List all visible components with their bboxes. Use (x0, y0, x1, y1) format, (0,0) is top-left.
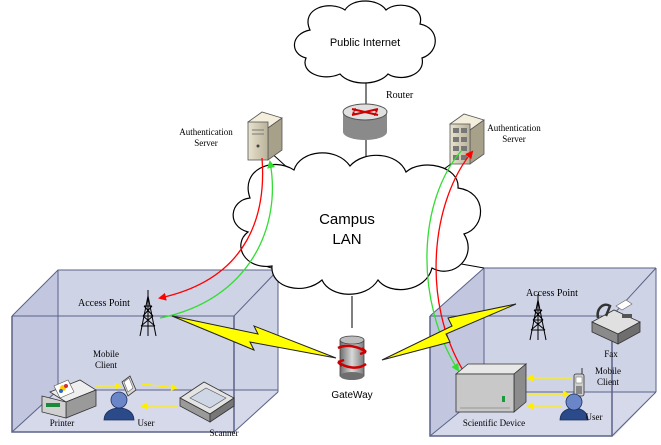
access-point-right-label: Access Point (526, 288, 578, 299)
user-left-label: User (138, 418, 155, 428)
user-right-label: User (586, 412, 603, 422)
mobile-client-right-label-line2: Client (597, 377, 619, 387)
campus-lan-label-line2: LAN (332, 231, 361, 248)
local-flow-arrows-right (526, 374, 572, 410)
mobile-client-right-label-line1: Mobile (595, 366, 621, 376)
data-flow-arrow (141, 383, 178, 391)
user-icon (103, 391, 135, 421)
user-icon (559, 393, 589, 421)
public-internet-cloud (293, 0, 436, 84)
cloud-icon (293, 0, 436, 84)
local-flow-arrows-left (96, 382, 178, 410)
scanner-label: Scanner (210, 428, 239, 438)
fax-icon (591, 299, 641, 345)
auth-flow-arrows-left (158, 157, 276, 319)
cloud-icon (232, 152, 482, 295)
wireless-link-icon (381, 303, 517, 361)
mobile-phone-icon (573, 368, 585, 397)
campus-lan-cloud (232, 152, 482, 295)
router-icon (342, 103, 388, 140)
gateway-icon (337, 335, 367, 380)
auth-request-arrow (158, 157, 264, 301)
printer-label: Printer (50, 418, 75, 428)
pda-icon (121, 375, 137, 397)
public-internet-label: Public Internet (330, 37, 400, 49)
server-icon (449, 113, 485, 165)
fax-label: Fax (604, 349, 618, 359)
antenna-icon (139, 290, 157, 337)
gateway-label: GateWay (331, 390, 372, 401)
printer-icon (41, 379, 97, 419)
scientific-device-icon (454, 363, 528, 413)
router-label: Router (386, 90, 414, 101)
campus-lan-label-line1: Campus (319, 211, 375, 228)
auth-response-arrow (159, 160, 276, 319)
wireless-link-icon (171, 315, 337, 359)
mobile-client-left-label-line2: Client (95, 360, 117, 370)
auth-server-left-label-line1: Authentication (179, 127, 233, 137)
server-icon (247, 111, 283, 161)
scientific-device-label: Scientific Device (463, 418, 525, 428)
auth-request-arrow (435, 150, 474, 373)
antenna-icon (529, 294, 547, 341)
auth-server-left-label-line2: Server (194, 138, 218, 148)
auth-server-right-label-line1: Authentication (487, 123, 541, 133)
auth-server-right-label-line2: Server (502, 134, 526, 144)
access-point-left-label: Access Point (78, 298, 130, 309)
mobile-client-left-label-line1: Mobile (93, 349, 119, 359)
scanner-icon (179, 381, 235, 423)
